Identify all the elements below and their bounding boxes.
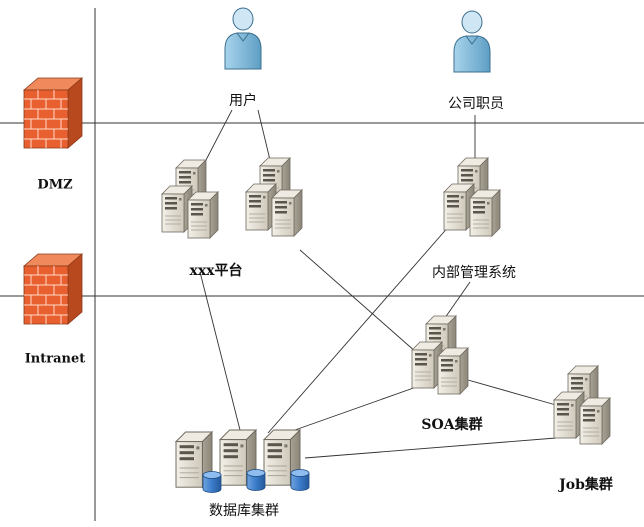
node-label-user: 用户: [229, 93, 257, 109]
edge-user-xxx-left: [205, 109, 233, 161]
edge-soa-db: [294, 384, 423, 431]
database-cluster-servers: [175, 429, 301, 488]
firewall-icon: [23, 77, 83, 149]
zone-label-dmz: DMZ: [37, 177, 73, 193]
server-icon: [412, 316, 468, 394]
edge-xxx-soa: [299, 249, 426, 361]
person-icon: [224, 7, 262, 70]
database-icon: [246, 469, 266, 491]
edge-xxx-db: [199, 271, 241, 431]
server-icon: [162, 160, 218, 238]
edge-soa-job: [467, 379, 557, 406]
server-icon: [554, 366, 610, 444]
connections: [199, 109, 557, 459]
node-label-internal-mgmt: 内部管理系统: [432, 265, 516, 281]
edge-user-xxx-right: [257, 109, 271, 161]
node-label-employee: 公司职员: [448, 96, 504, 112]
node-label-job-cluster: Job集群: [559, 477, 613, 493]
node-label-soa-cluster: SOA集群: [421, 417, 483, 433]
edge-internal-db: [267, 224, 451, 434]
server-icon: [444, 158, 500, 236]
node-label-database-cluster: 数据库集群: [209, 503, 279, 519]
database-icon: [290, 469, 310, 491]
firewall-icon: [23, 253, 83, 325]
database-icon: [202, 471, 222, 493]
person-icon: [453, 10, 491, 73]
zone-label-intranet: Intranet: [24, 351, 86, 367]
server-icon: [246, 158, 302, 236]
node-label-xxx-platform: xxx平台: [189, 263, 243, 279]
edge-db-job: [304, 437, 557, 459]
